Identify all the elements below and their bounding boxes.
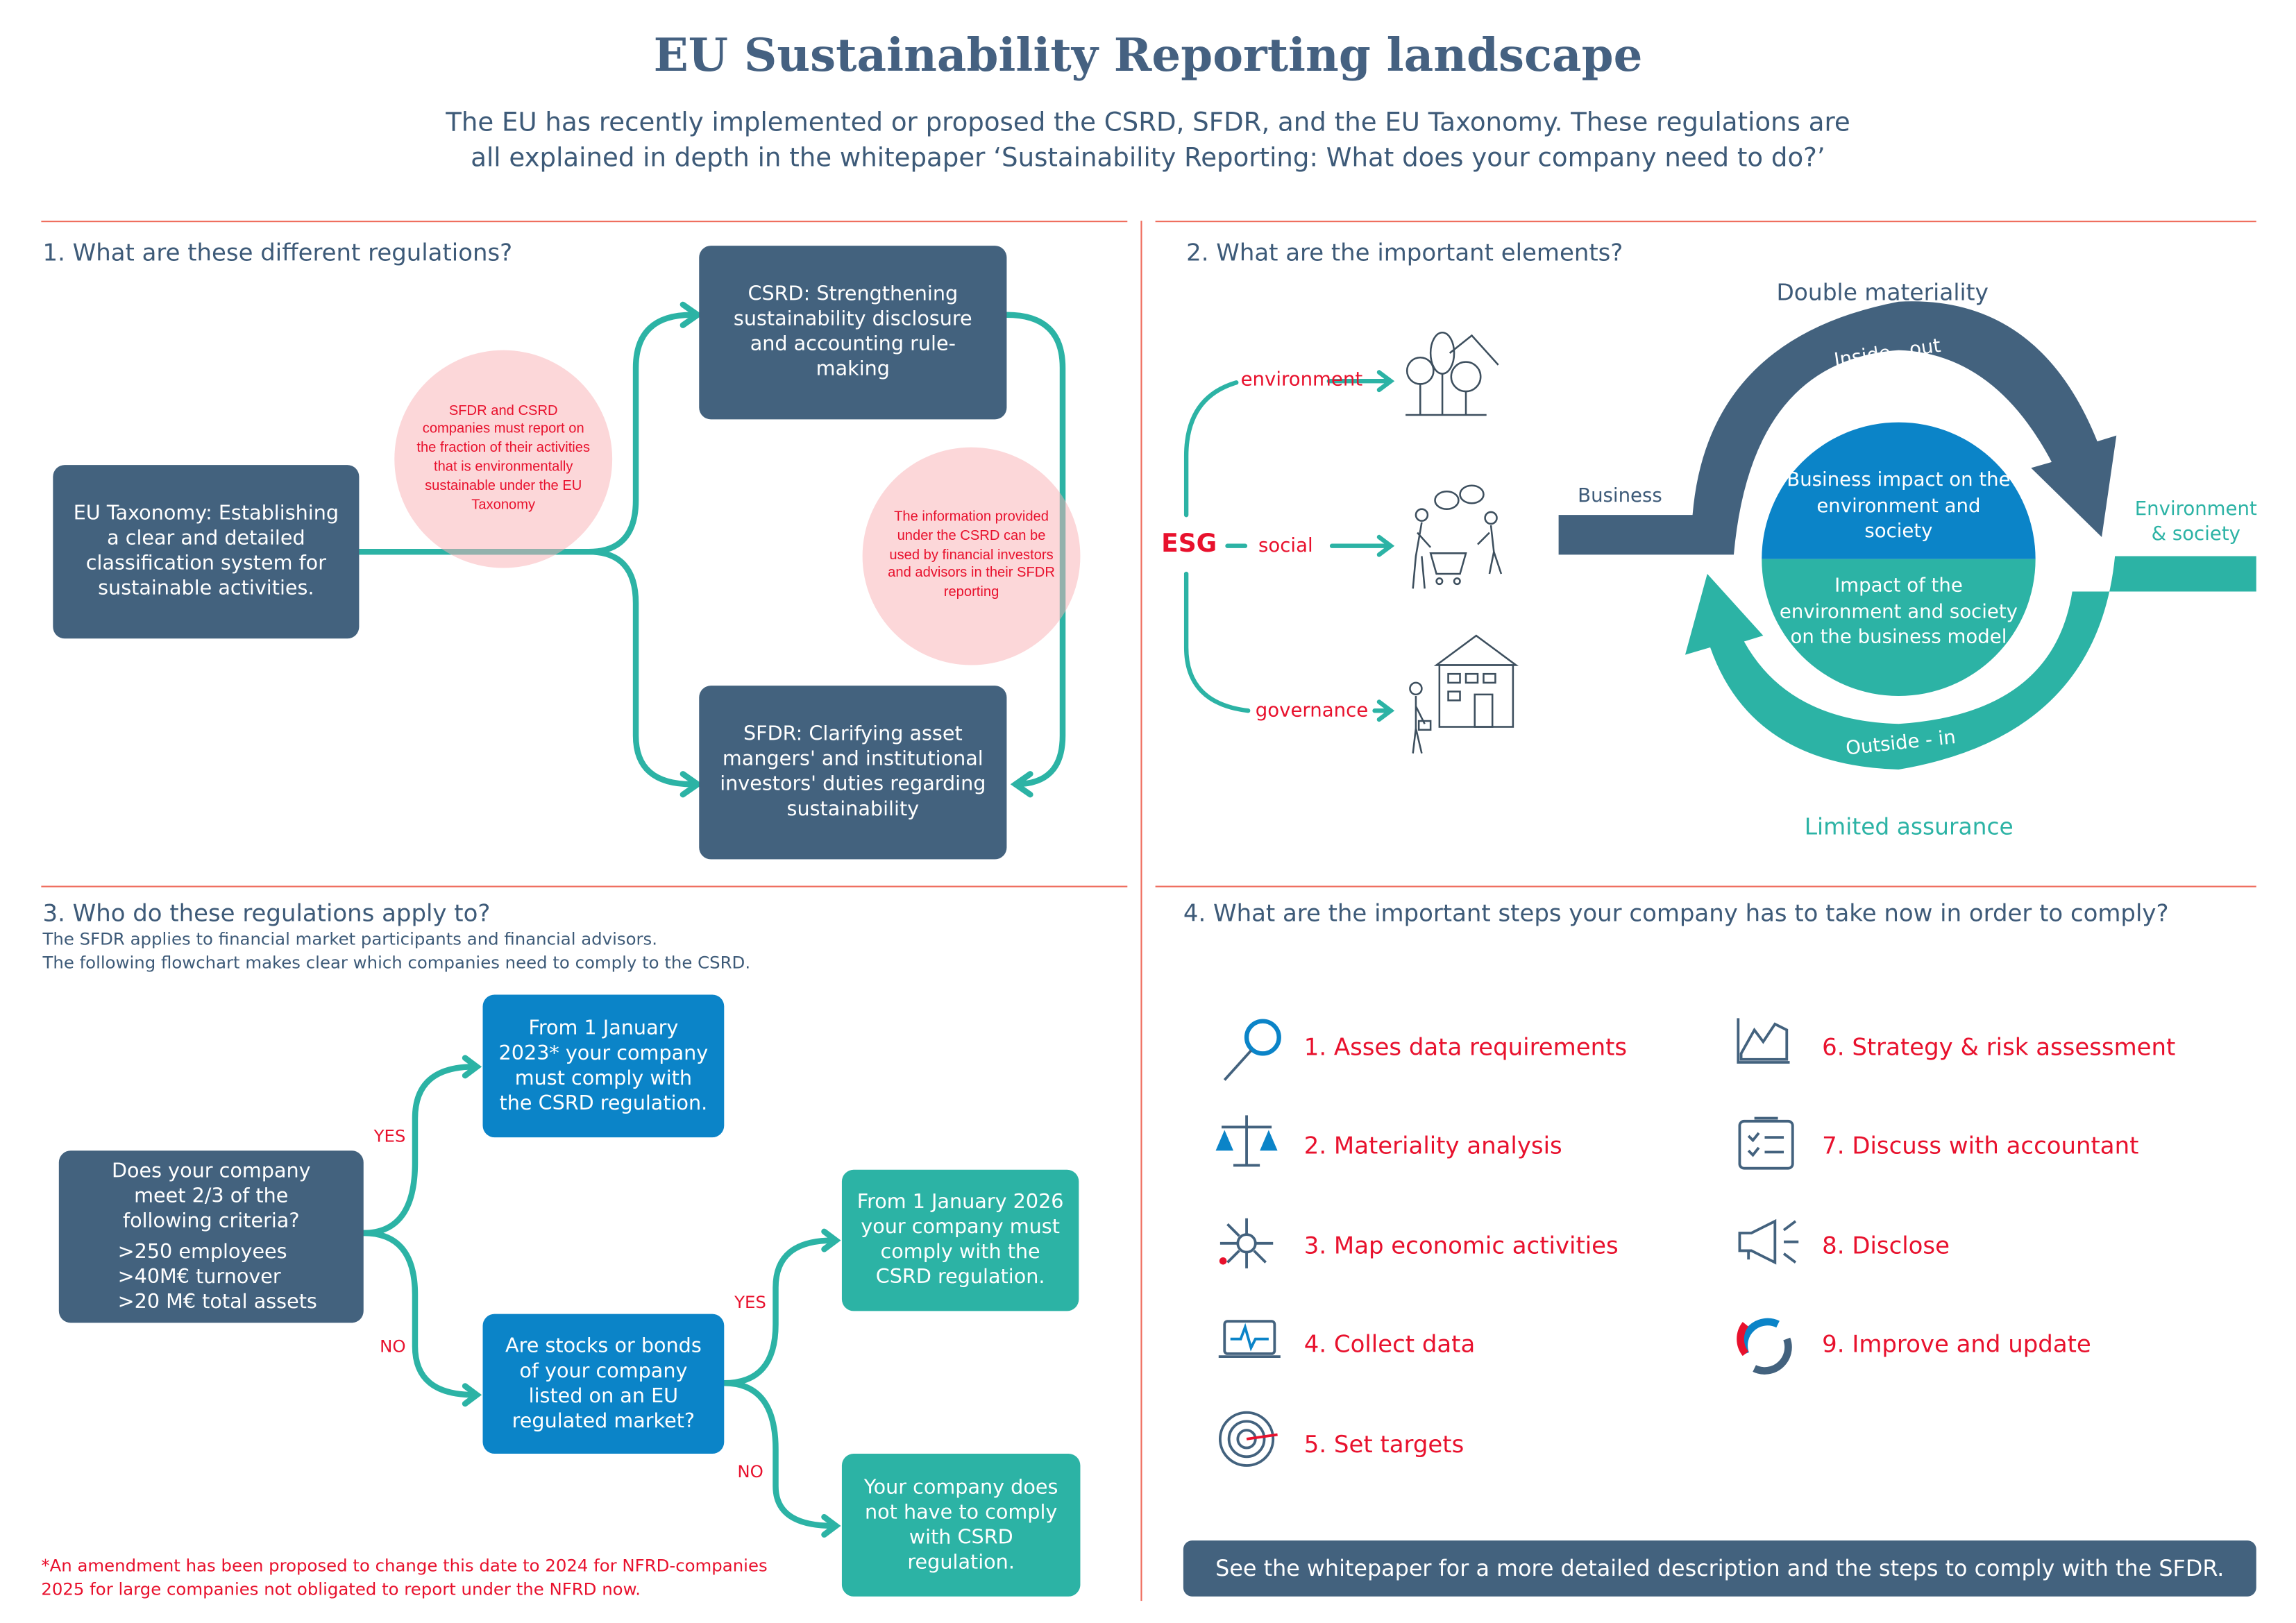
whitepaper-banner: See the whitepaper for a more detailed d… [1183, 1540, 2256, 1597]
criteria-list: >250 employees >40M€ turnover >20 M€ tot… [74, 1240, 317, 1315]
step-6: 6. Strategy & risk assessment [1822, 1033, 2176, 1061]
question-text: Does your company meet 2/3 of the follow… [111, 1158, 311, 1232]
impact-top-text: Business impact on the environment and s… [1787, 469, 2011, 543]
listed-market-question-box: Are stocks or bonds of your company list… [482, 1314, 725, 1454]
divider [1155, 221, 2256, 223]
divider [1155, 885, 2256, 887]
impact-top-half [1762, 422, 2036, 559]
shoppers-icon [1412, 484, 1503, 589]
divider [41, 885, 1128, 887]
connector-line [356, 312, 695, 555]
label-line: Environment [2134, 498, 2257, 521]
section4-heading: 4. What are the important steps your com… [1183, 899, 2169, 927]
laptop-pulse-icon [1218, 1320, 1281, 1359]
yes-label: YES [734, 1291, 766, 1313]
page-title: EU Sustainability Reporting landscape [653, 29, 1643, 83]
label-line: & society [2151, 523, 2240, 546]
impact-bottom-half [1762, 559, 2036, 696]
connector-line [356, 548, 695, 788]
subtitle-line-1: The EU has recently implemented or propo… [446, 108, 1850, 139]
megaphone-icon [1738, 1218, 1799, 1265]
trees-icon [1406, 331, 1499, 416]
criterion: >40M€ turnover [117, 1264, 281, 1289]
limited-assurance-label: Limited assurance [1804, 813, 2014, 840]
footnote: 2025 for large companies not obligated t… [41, 1579, 641, 1599]
environment-society-label: Environment& society [2120, 498, 2273, 547]
csrd-sfdr-note-bubble: The information provided under the CSRD … [862, 447, 1081, 665]
esg-label: ESG [1161, 529, 1217, 559]
step-9: 9. Improve and update [1822, 1329, 2091, 1359]
double-materiality-label: Double materiality [1776, 279, 1989, 307]
governance-label: governance [1255, 700, 1369, 723]
no-label: NO [737, 1461, 763, 1482]
yes-label: YES [373, 1125, 406, 1146]
eu-taxonomy-box: EU Taxonomy: Establishing a clear and de… [53, 465, 360, 639]
social-label: social [1258, 535, 1313, 558]
sfdr-box: SFDR: Clarifying asset mangers' and inst… [699, 686, 1007, 860]
csrd-box: CSRD: Strengthening sustainability discl… [699, 246, 1007, 420]
csrd-2023-box: From 1 January 2023* your company must c… [482, 994, 725, 1138]
network-icon [1219, 1218, 1274, 1268]
criterion: >20 M€ total assets [117, 1289, 317, 1314]
building-icon [1409, 634, 1519, 754]
target-icon [1218, 1411, 1278, 1467]
inside-out-arrow [1558, 301, 2117, 555]
divider [41, 221, 1128, 223]
footnote: *An amendment has been proposed to chang… [41, 1555, 768, 1577]
no-comply-box: Your company does not have to comply wit… [841, 1454, 1081, 1597]
section2-heading: 2. What are the important elements? [1186, 238, 1623, 266]
step-1: 1. Asses data requirements [1303, 1033, 1628, 1061]
scales-icon [1215, 1115, 1278, 1167]
section1-heading: 1. What are these different regulations? [42, 238, 513, 266]
business-label: Business [1578, 485, 1662, 508]
step-2: 2. Materiality analysis [1303, 1131, 1562, 1159]
step-7: 7. Discuss with accountant [1822, 1131, 2139, 1159]
refresh-icon [1737, 1318, 1792, 1375]
section3-text: The SFDR applies to financial market par… [42, 928, 658, 949]
criterion: >250 employees [117, 1239, 287, 1264]
environment-label: environment [1240, 369, 1363, 392]
section3-heading: 3. Who do these regulations apply to? [42, 899, 491, 927]
criteria-question-box: Does your company meet 2/3 of the follow… [58, 1150, 364, 1323]
step-8: 8. Disclose [1822, 1231, 1950, 1260]
magnifier-icon [1223, 1019, 1281, 1081]
step-4: 4. Collect data [1303, 1329, 1476, 1359]
outside-in-arrow [1685, 556, 2256, 770]
section3-text: The following flowchart makes clear whic… [42, 951, 751, 973]
chart-icon [1737, 1018, 1790, 1064]
step-3: 3. Map economic activities [1303, 1231, 1619, 1260]
clipboard-icon [1738, 1116, 1794, 1170]
impact-bottom-text: Impact of the environment and society on… [1779, 575, 2018, 649]
no-label: NO [380, 1336, 406, 1357]
subtitle-line-2: all explained in depth in the whitepaper… [471, 144, 1825, 174]
divider [1140, 221, 1142, 1601]
csrd-2026-box: From 1 January 2026 your company must co… [841, 1169, 1079, 1311]
taxonomy-note-bubble: SFDR and CSRD companies must report on t… [394, 350, 613, 568]
step-5: 5. Set targets [1303, 1430, 1464, 1459]
